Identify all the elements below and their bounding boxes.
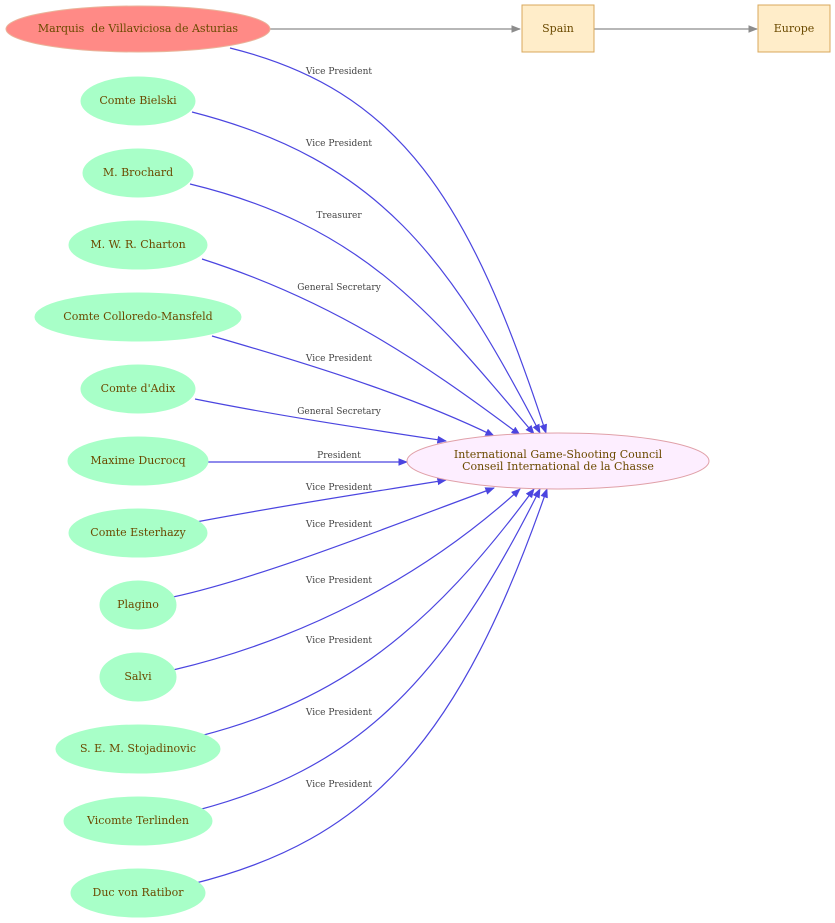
node-member-7[interactable]: Plagino xyxy=(99,580,177,630)
node-member-5[interactable]: Maxime Ducrocq xyxy=(67,436,209,486)
node-member-10[interactable]: Vicomte Terlinden xyxy=(63,796,213,846)
edge-member-2 xyxy=(201,258,521,436)
edge-root-council xyxy=(229,47,547,434)
edge-label-member-0: Vice President xyxy=(305,139,373,149)
node-member-2[interactable]: M. W. R. Charton xyxy=(68,220,208,270)
edge-member-1 xyxy=(189,183,535,435)
edge-label-member-4: General Secretary xyxy=(297,407,381,417)
node-member-label: M. W. R. Charton xyxy=(90,238,185,251)
edge-label-member-11: Vice President xyxy=(305,780,373,790)
edge-member-7 xyxy=(172,487,495,598)
edge-label-member-6: Vice President xyxy=(305,483,373,493)
node-member-8[interactable]: Salvi xyxy=(99,652,177,702)
edge-label-root: Vice President xyxy=(305,67,373,77)
node-member-1[interactable]: M. Brochard xyxy=(82,148,194,198)
edge-member-10 xyxy=(197,488,541,811)
edges xyxy=(172,25,758,885)
edge-label-member-9: Vice President xyxy=(305,636,373,646)
edge-member-3 xyxy=(211,335,495,437)
node-member-label: S. E. M. Stojadinovic xyxy=(80,742,196,755)
member-nodes: Comte Bielski M. Brochard M. W. R. Chart… xyxy=(34,76,242,918)
node-spain[interactable]: Spain xyxy=(521,4,595,53)
edge-member-11 xyxy=(191,488,548,885)
node-spain-label: Spain xyxy=(542,22,574,35)
edge-member-0 xyxy=(191,111,541,434)
node-europe[interactable]: Europe xyxy=(757,4,831,53)
node-member-0[interactable]: Comte Bielski xyxy=(80,76,196,126)
node-member-3[interactable]: Comte Colloredo-Mansfeld xyxy=(34,292,242,342)
node-member-label: Comte Bielski xyxy=(99,94,177,107)
node-member-label: Maxime Ducrocq xyxy=(90,454,185,467)
edge-member-8 xyxy=(172,488,521,671)
node-member-label: Salvi xyxy=(124,670,152,683)
node-europe-label: Europe xyxy=(774,22,815,35)
node-council-label-line-1: International Game-Shooting Council xyxy=(454,448,663,461)
edge-member-9 xyxy=(199,488,535,737)
node-member-9[interactable]: S. E. M. Stojadinovic xyxy=(55,724,221,774)
edge-member-6 xyxy=(195,477,447,523)
node-member-label: Comte d'Adix xyxy=(101,382,176,395)
node-member-6[interactable]: Comte Esterhazy xyxy=(68,508,208,558)
node-member-label: Plagino xyxy=(117,598,159,611)
edge-labels: Vice President Vice President Treasurer … xyxy=(297,67,381,790)
edge-label-member-3: Vice President xyxy=(305,354,373,364)
edge-label-member-8: Vice President xyxy=(305,576,373,586)
node-member-label: Comte Esterhazy xyxy=(90,526,186,539)
edge-label-member-7: Vice President xyxy=(305,520,373,530)
node-council[interactable]: International Game-Shooting Council Cons… xyxy=(406,432,710,490)
node-member-4[interactable]: Comte d'Adix xyxy=(80,364,196,414)
node-root-label: Marquis de Villaviciosa de Asturias xyxy=(38,22,238,35)
node-member-11[interactable]: Duc von Ratibor xyxy=(70,868,206,918)
node-member-label: Comte Colloredo-Mansfeld xyxy=(63,310,212,323)
edge-member-4 xyxy=(194,398,447,444)
node-root[interactable]: Marquis de Villaviciosa de Asturias xyxy=(5,5,271,53)
node-council-label-line-2: Conseil International de la Chasse xyxy=(462,460,654,473)
edge-label-member-10: Vice President xyxy=(305,708,373,718)
node-member-label: Duc von Ratibor xyxy=(93,886,185,899)
edge-label-member-1: Treasurer xyxy=(316,211,362,221)
node-member-label: M. Brochard xyxy=(103,166,173,179)
node-member-label: Vicomte Terlinden xyxy=(86,814,189,827)
edge-label-member-2: General Secretary xyxy=(297,283,381,293)
edge-label-member-5: President xyxy=(317,451,361,461)
